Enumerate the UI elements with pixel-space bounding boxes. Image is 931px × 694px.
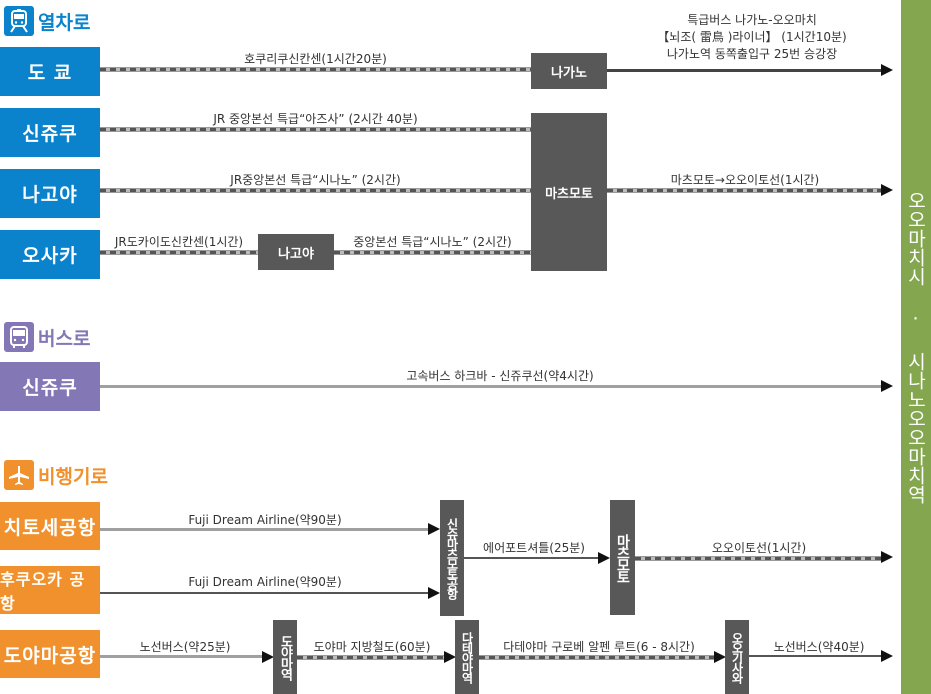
route-label-oito: 오오이토선(1시간): [711, 541, 807, 555]
arrow-icon: [444, 651, 456, 663]
origin-bus-shinjuku: 신쥬쿠: [0, 362, 100, 411]
route-label-alpine: 다테야마 구로베 알펜 루트(6 - 8시간): [503, 640, 695, 654]
arrow-icon: [881, 650, 893, 662]
arrow-icon: [428, 587, 440, 599]
station-air-matsumoto: 마츠모토: [610, 500, 635, 615]
route-label-bus: 고속버스 하크바 - 신쥬쿠선(약4시간): [406, 369, 594, 383]
destination-label: 오오마치시 · 시나노오오마치역: [904, 190, 927, 504]
route-line-osaka-1: [100, 250, 258, 255]
station-nagoya: 나고야: [258, 234, 334, 270]
route-line-osaka-2: [334, 250, 531, 255]
origin-tokyo: 도 쿄: [0, 47, 100, 96]
airplane-icon: [4, 460, 34, 490]
station-matsumoto: 마츠모토: [531, 113, 607, 271]
destination-bar: 오오마치시 · 시나노오오마치역: [901, 0, 931, 694]
route-label-line-2: 【뇌조( 雷鳥 )라이너】 (1시간10분): [657, 30, 847, 44]
route-line-shuttle: [464, 557, 598, 559]
arrow-icon: [262, 651, 274, 663]
route-label-osaka-1: JR도카이도신칸센(1시간): [114, 235, 244, 249]
bus-section-label: 버스로: [38, 327, 91, 350]
route-label-fukuoka: Fuji Dream Airline(약90분): [188, 575, 342, 589]
route-line-nagano-bus: [607, 69, 883, 72]
origin-nagoya: 나고야: [0, 169, 100, 218]
route-label-line-3: 나가노역 동쪽출입구 25번 승강장: [666, 47, 838, 61]
origin-chitose: 치토세공항: [0, 502, 100, 550]
route-line-fukuoka: [100, 592, 430, 594]
route-label-shuttle: 에어포트셔틀(25분): [483, 541, 585, 555]
route-label-toyama-rail: 도야마 지방철도(60분): [313, 640, 431, 654]
arrow-icon: [714, 651, 726, 663]
train-section-label: 열차로: [38, 11, 91, 34]
origin-shinjuku: 신쥬쿠: [0, 108, 100, 157]
route-label-tokyo: 호쿠리쿠신칸센(1시간20분): [244, 52, 387, 66]
arrow-icon: [598, 552, 610, 564]
arrow-icon: [881, 64, 893, 76]
route-line-bus: [100, 385, 883, 388]
arrow-icon: [881, 184, 893, 196]
air-section-label: 비행기로: [38, 465, 108, 488]
route-label-matsumoto: 마츠모토→오오이토선(1시간): [670, 173, 820, 187]
route-label-nagoya: JR중앙본선 특급“시나노” (2시간): [230, 173, 401, 187]
route-label-toyama-bus: 노선버스(약25분): [139, 640, 231, 654]
route-line-nagoya: [100, 188, 531, 193]
station-toyama: 도야마역: [273, 620, 297, 694]
route-label-line-1: 특급버스 나가노-오오마치: [687, 13, 817, 27]
train-section-title: 열차로: [4, 6, 90, 36]
route-line-alpine: [479, 655, 715, 660]
train-icon: [4, 6, 34, 36]
origin-osaka: 오사카: [0, 230, 100, 279]
station-shinshu-matsumoto-airport: 신슈마츠모토공항: [440, 500, 464, 616]
station-nagano: 나가노: [531, 53, 607, 89]
route-label-ogizawa-bus: 노선버스(약40분): [773, 640, 865, 654]
route-label-chitose: Fuji Dream Airline(약90분): [188, 513, 342, 527]
air-section-title: 비행기로: [4, 460, 108, 490]
route-line-matsumoto: [607, 188, 883, 193]
route-line-shinjuku: [100, 127, 531, 132]
station-ogizawa: 오오기사와: [725, 620, 749, 694]
route-line-tokyo: [100, 67, 531, 72]
bus-icon: [4, 322, 34, 352]
route-line-oito: [635, 556, 883, 561]
route-label-osaka-2: 중앙본선 특급“시나노” (2시간): [353, 235, 512, 249]
bus-section-title: 버스로: [4, 322, 90, 352]
origin-fukuoka: 후쿠오카 공항: [0, 566, 100, 614]
station-tateyama: 다테야마역: [455, 620, 479, 694]
arrow-icon: [881, 380, 893, 392]
route-line-toyama-rail: [297, 655, 445, 660]
route-line-chitose: [100, 528, 430, 531]
route-label-shinjuku: JR 중앙본선 특급“아즈사” (2시간 40분): [213, 112, 418, 126]
arrow-icon: [881, 551, 893, 563]
route-line-ogizawa-bus: [749, 655, 883, 657]
route-line-toyama-bus: [100, 655, 262, 658]
arrow-icon: [428, 523, 440, 535]
route-label-nagano-bus: 특급버스 나가노-오오마치 【뇌조( 雷鳥 )라이너】 (1시간10분) 나가노…: [607, 12, 897, 63]
origin-toyama-airport: 도야마공항: [0, 630, 100, 678]
